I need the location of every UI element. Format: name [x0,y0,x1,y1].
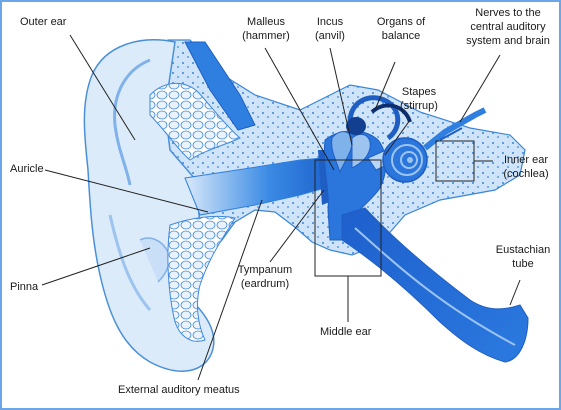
label-middle-ear: Middle ear [320,326,372,338]
label-incus-name: Incus [316,16,344,28]
label-pinna: Pinna [10,281,39,293]
label-organs-line-1: Organs of [376,16,426,28]
label-nerves-line-1: Nerves to the [475,7,541,19]
leader-malleus [264,47,335,171]
leader-auricle [44,169,209,213]
auditory-nerve [423,107,487,151]
semicircular-canal-1 [347,95,401,141]
label-organs-line-2: balance [381,30,421,42]
auditory-nerve-fibre [439,127,463,141]
label-tympanum: Tympanum (eardrum) [232,263,298,291]
leader-nerves [459,54,501,123]
label-eustachian-line-2: tube [512,258,534,270]
vestibule [346,117,366,135]
tube-highlight [354,227,516,346]
leader-eustachian-tube [509,279,521,306]
cochlea-shape [382,137,428,183]
leader-incus [329,47,353,146]
leader-outer-ear [69,34,136,141]
label-eustachian-line-1: Eustachian [495,244,551,256]
leader-organs-of-balance [374,61,396,111]
label-outer-ear: Outer ear [20,16,67,28]
label-incus: Incus (anvil) [305,15,355,43]
label-stapes-name: Stapes [401,86,437,98]
label-inner-ear-common: (cochlea) [503,168,549,180]
malleus-bone [331,131,353,174]
label-tympanum-name: Tympanum [237,264,293,276]
label-nerves-line-3: system and brain [466,35,550,47]
antihelix-fold [108,214,152,311]
helix-fold [113,58,151,186]
temporalis-muscle [184,41,256,131]
label-external-auditory-meatus: External auditory meatus [118,384,240,396]
leader-external-auditory-meatus [197,199,263,381]
leader-pinna [41,247,151,286]
label-malleus-name: Malleus [247,16,285,28]
label-eustachian-tube: Eustachian tube [490,243,556,271]
label-nerves-line-2: central auditory [470,21,546,33]
label-stapes-common: (stirrup) [400,100,438,112]
leader-lines [41,34,521,381]
label-inner-ear: Inner ear (cochlea) [496,153,556,181]
leader-tympanum [269,189,325,263]
eustachian-tube-shape [341,207,529,363]
label-stapes: Stapes (stirrup) [394,85,444,113]
label-malleus: Malleus (hammer) [238,15,294,43]
cartilage-upper [149,82,241,161]
label-nerves: Nerves to the central auditory system an… [458,6,558,48]
label-malleus-common: (hammer) [242,30,290,42]
leader-stapes [384,119,411,156]
label-organs-of-balance: Organs of balance [368,15,434,43]
label-auricle: Auricle [10,163,44,175]
cartilage-lower [167,215,236,342]
label-incus-common: (anvil) [315,30,345,42]
label-tympanum-common: (eardrum) [240,278,290,290]
label-inner-ear-name: Inner ear [503,154,549,166]
